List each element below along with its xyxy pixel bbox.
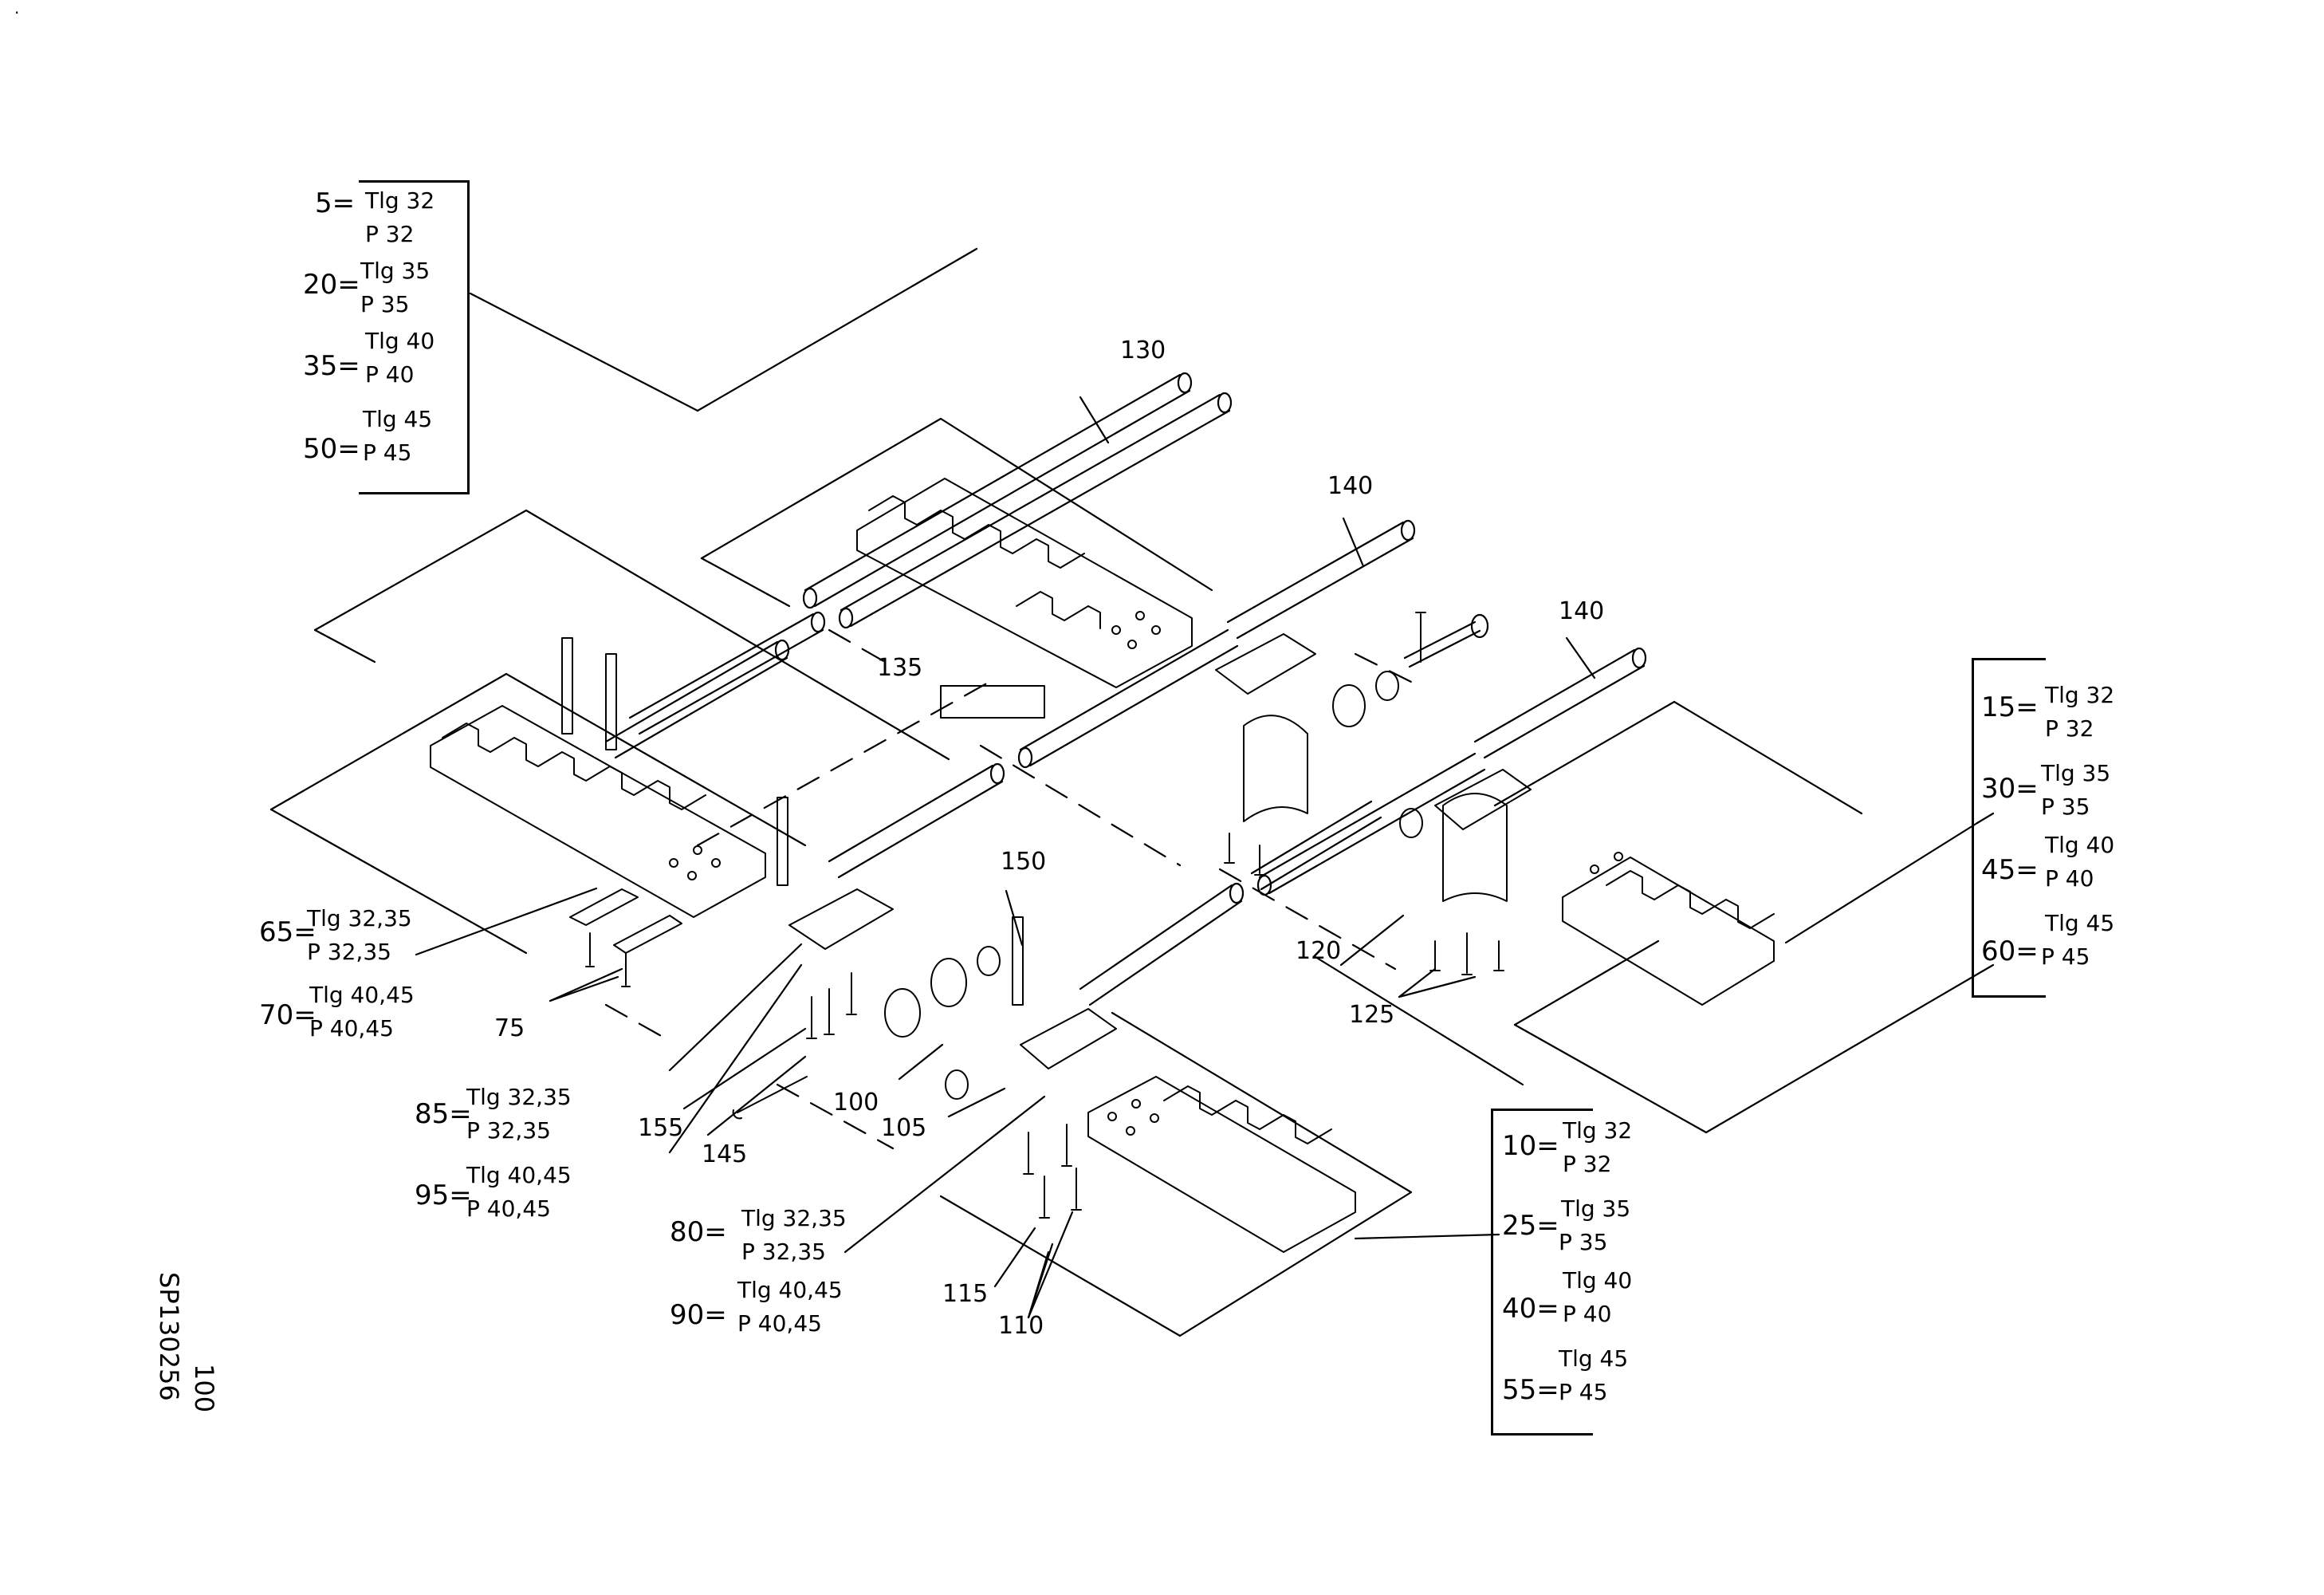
table-code: P 35 bbox=[2041, 794, 2090, 820]
callout-125: 125 bbox=[1349, 1001, 1395, 1029]
table-code: P 40 bbox=[365, 361, 415, 388]
table-code: Tlg 40 bbox=[2045, 832, 2115, 858]
table-code: Tlg 35 bbox=[2041, 760, 2111, 786]
table-key: 20= bbox=[303, 269, 360, 301]
table-code: Tlg 40 bbox=[1563, 1267, 1633, 1294]
callout-115: 115 bbox=[942, 1280, 989, 1308]
group-code: Tlg 40,45 bbox=[737, 1277, 843, 1303]
table-bracket bbox=[359, 180, 470, 494]
hinge-plates bbox=[569, 633, 1532, 1069]
bushings bbox=[884, 671, 1423, 1100]
table-code: Tlg 35 bbox=[360, 258, 431, 284]
toothed-rack-right bbox=[1562, 852, 1775, 1006]
group-code: P 40,45 bbox=[309, 1015, 394, 1042]
toothed-rack-left bbox=[430, 705, 766, 918]
uprights bbox=[561, 637, 1508, 1006]
callout-120: 120 bbox=[1296, 937, 1342, 965]
table-code: Tlg 32 bbox=[1563, 1117, 1633, 1144]
callout-110: 110 bbox=[998, 1312, 1044, 1340]
table-key: 50= bbox=[303, 433, 360, 465]
table-code: P 40 bbox=[2045, 865, 2094, 892]
toothed-rack-upper bbox=[856, 478, 1193, 688]
table-code: Tlg 45 bbox=[363, 406, 433, 432]
group-key: 95= bbox=[415, 1180, 472, 1211]
table-code: P 32 bbox=[365, 221, 415, 247]
table-code: P 35 bbox=[1559, 1229, 1608, 1255]
table-code: P 32 bbox=[1563, 1151, 1612, 1177]
group-key: 80= bbox=[670, 1216, 727, 1248]
table-code: Tlg 45 bbox=[1559, 1345, 1629, 1372]
ground-plates bbox=[269, 417, 1995, 1337]
sheet-number: 100 bbox=[189, 1364, 219, 1413]
group-key: 70= bbox=[259, 999, 317, 1031]
group-code: Tlg 32,35 bbox=[741, 1205, 847, 1231]
table-leaders bbox=[1976, 812, 1995, 825]
group-code: P 40,45 bbox=[466, 1195, 551, 1222]
group-code: P 32,35 bbox=[307, 939, 391, 965]
table-key: 10= bbox=[1502, 1130, 1559, 1162]
group-code: P 40,45 bbox=[737, 1310, 822, 1337]
callout-105: 105 bbox=[881, 1114, 927, 1142]
table-key: 60= bbox=[1981, 935, 2039, 967]
callout-100: 100 bbox=[833, 1089, 879, 1116]
table-key: 30= bbox=[1981, 773, 2039, 805]
toothed-rack-bottom bbox=[1087, 1076, 1356, 1253]
table-key: 35= bbox=[303, 350, 360, 382]
corner-mark: . bbox=[14, 0, 20, 18]
group-code: Tlg 32,35 bbox=[466, 1084, 572, 1110]
group-key: 90= bbox=[670, 1299, 727, 1331]
table-bracket bbox=[1491, 1109, 1593, 1436]
callout-145: 145 bbox=[702, 1140, 748, 1168]
callout-140: 140 bbox=[1327, 472, 1374, 500]
table-key: 5= bbox=[315, 187, 356, 219]
group-code: Tlg 40,45 bbox=[309, 982, 415, 1008]
table-code: P 45 bbox=[363, 439, 412, 466]
group-key: 85= bbox=[415, 1098, 472, 1130]
group-code: P 32,35 bbox=[741, 1239, 826, 1265]
table-code: Tlg 40 bbox=[365, 328, 435, 354]
table-key: 55= bbox=[1502, 1374, 1559, 1406]
group-code: P 32,35 bbox=[466, 1117, 551, 1144]
leader-lines bbox=[415, 247, 1979, 1319]
group-code: Tlg 32,35 bbox=[307, 905, 412, 931]
table-code: P 45 bbox=[1559, 1379, 1608, 1405]
callout-130: 130 bbox=[1120, 337, 1166, 364]
callout-150: 150 bbox=[1001, 848, 1047, 876]
callout-135: 135 bbox=[877, 654, 923, 682]
table-bracket bbox=[1972, 658, 2046, 998]
shafts bbox=[604, 372, 1647, 1006]
table-key: 25= bbox=[1502, 1210, 1559, 1242]
table-code: Tlg 35 bbox=[1561, 1195, 1631, 1222]
table-code: Tlg 45 bbox=[2045, 910, 2115, 936]
table-code: P 45 bbox=[2041, 943, 2090, 970]
table-key: 40= bbox=[1502, 1293, 1559, 1325]
callout-75: 75 bbox=[494, 1014, 525, 1042]
table-code: P 35 bbox=[360, 291, 410, 317]
group-code: Tlg 40,45 bbox=[466, 1162, 572, 1188]
table-key: 45= bbox=[1981, 854, 2039, 886]
table-code: Tlg 32 bbox=[2045, 682, 2115, 708]
table-code: P 32 bbox=[2045, 715, 2094, 742]
callout-140: 140 bbox=[1559, 597, 1605, 625]
table-key: 15= bbox=[1981, 691, 2039, 723]
table-code: Tlg 32 bbox=[365, 187, 435, 214]
group-key: 65= bbox=[259, 916, 317, 948]
drawing-number: SP130256 bbox=[154, 1272, 184, 1401]
screws bbox=[585, 612, 1504, 1219]
callout-155: 155 bbox=[638, 1114, 684, 1142]
table-code: P 40 bbox=[1563, 1301, 1612, 1327]
